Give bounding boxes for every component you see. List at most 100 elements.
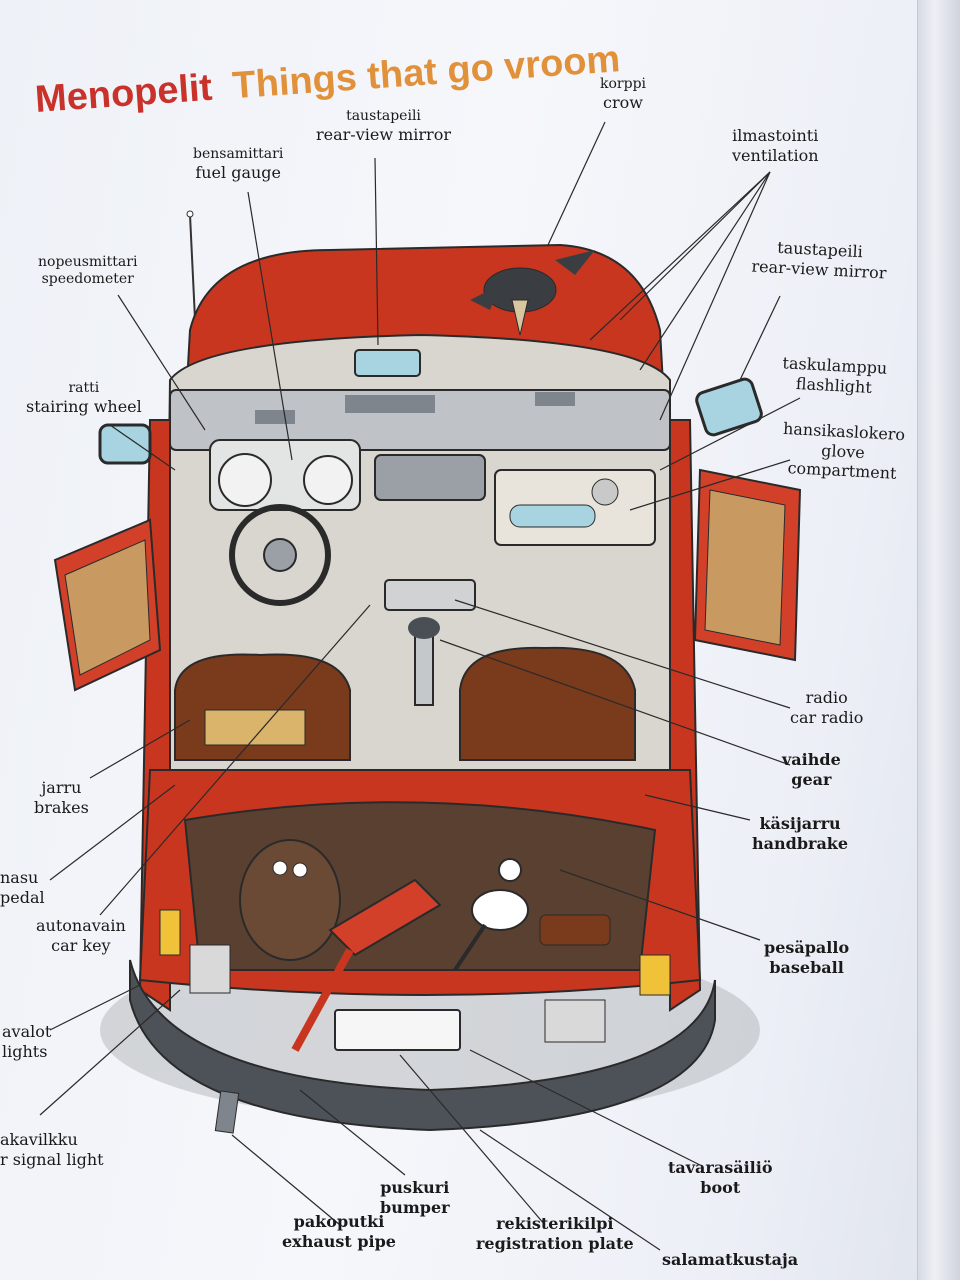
rear-view-mirror	[354, 349, 421, 377]
vent-right	[535, 392, 575, 406]
door-right-panel	[704, 489, 786, 646]
label-gear: vaihde gear	[782, 750, 841, 789]
label-car-key-en: car key	[51, 935, 111, 955]
label-fuel-gauge: bensamittari fuel gauge	[193, 146, 283, 183]
label-steering-wheel: ratti stairing wheel	[26, 380, 142, 417]
label-brakes-fi: jarru	[41, 778, 82, 797]
registration-plate	[334, 1009, 461, 1051]
tail-light-right-yellow	[639, 954, 671, 996]
stowaway-eye-left	[272, 860, 288, 876]
label-rear-view-mirror-top-en: rear-view mirror	[316, 125, 451, 145]
label-stowaway: salamatkustaja	[662, 1250, 798, 1270]
baseball-ball	[498, 858, 522, 882]
door-left-panel	[64, 539, 151, 676]
crow-wing-right	[555, 250, 595, 275]
car-radio	[384, 579, 476, 611]
label-speedometer: nopeusmittari speedometer	[38, 254, 137, 288]
antenna-tip	[186, 210, 194, 218]
seat-cushion	[204, 709, 306, 746]
label-gear-fi: vaihde	[782, 750, 841, 769]
leader-lines	[39, 121, 801, 1251]
label-glove-compartment: hansikaslokero glove compartment	[781, 419, 906, 484]
label-crow-en: crow	[603, 93, 643, 113]
page-title: Menopelit Things that go vroom	[36, 14, 676, 124]
label-rear-view-mirror-top: taustapeili rear-view mirror	[316, 108, 451, 145]
label-crow: korppi crow	[600, 76, 646, 113]
fuel-gauge-dial	[303, 455, 353, 505]
label-pedal: nasu pedal	[0, 868, 45, 907]
label-exhaust-pipe-fi: pakoputki	[293, 1212, 385, 1231]
label-bumper-fi: puskuri	[380, 1178, 450, 1197]
label-side-mirror: taustapeili rear-view mirror	[751, 236, 888, 282]
stowaway-eye-right	[292, 862, 308, 878]
label-steering-wheel-fi: ratti	[68, 380, 100, 396]
label-lights-fi: avalot	[2, 1022, 52, 1041]
label-lights-en: lights	[2, 1041, 48, 1061]
tail-light-right	[544, 999, 606, 1043]
vent-top	[345, 395, 435, 413]
label-boot-en: boot	[700, 1177, 741, 1197]
tennis-racket	[471, 889, 529, 931]
crow-wing-left	[470, 285, 500, 310]
cat-in-glovebox	[591, 478, 619, 506]
label-brakes: jarru brakes	[34, 778, 89, 817]
label-baseball-en: baseball	[769, 957, 844, 977]
label-registration-plate-en: registration plate	[476, 1233, 634, 1253]
label-handbrake-fi: käsijarru	[759, 814, 841, 833]
label-bumper-en: bumper	[380, 1197, 450, 1217]
label-rear-view-mirror-top-fi: taustapeili	[346, 108, 421, 124]
label-turn-signal: akavilkku r signal light	[0, 1130, 104, 1169]
label-flashlight: taskulamppu flashlight	[781, 353, 888, 397]
label-car-key: autonavain car key	[36, 916, 126, 955]
label-ventilation-en: ventilation	[732, 145, 819, 165]
label-exhaust-pipe: pakoputki exhaust pipe	[282, 1212, 396, 1251]
stowaway-creature	[239, 839, 341, 961]
label-fuel-gauge-fi: bensamittari	[193, 146, 284, 162]
label-ventilation: ilmastointi ventilation	[732, 126, 819, 165]
label-baseball-fi: pesäpallo	[764, 938, 850, 957]
label-steering-wheel-en: stairing wheel	[26, 397, 142, 417]
label-handbrake-en: handbrake	[752, 833, 849, 853]
speedometer-dial	[218, 453, 272, 507]
label-car-radio-en: car radio	[790, 707, 864, 727]
flashlight	[509, 504, 596, 528]
label-lights: avalot lights	[2, 1022, 51, 1061]
label-baseball: pesäpallo baseball	[764, 938, 849, 977]
label-boot-fi: tavarasäiliö	[668, 1158, 773, 1177]
side-mirror-left	[98, 423, 152, 465]
label-car-radio-fi: radio	[805, 688, 848, 707]
book-gutter	[917, 0, 960, 1280]
label-speedometer-en: speedometer	[41, 271, 134, 288]
label-ventilation-fi: ilmastointi	[732, 126, 819, 145]
label-handbrake: käsijarru handbrake	[752, 814, 848, 853]
exhaust-pipe	[214, 1090, 240, 1134]
tennis-racket-handle	[453, 923, 487, 972]
label-bumper: puskuri bumper	[380, 1178, 450, 1217]
label-stowaway-fi: salamatkustaja	[662, 1250, 799, 1269]
boot-bag	[539, 914, 611, 946]
tail-light-left-yellow	[159, 909, 181, 956]
label-registration-plate-fi: rekisterikilpi	[496, 1214, 614, 1233]
label-car-key-fi: autonavain	[36, 916, 126, 935]
label-registration-plate: rekisterikilpi registration plate	[476, 1214, 634, 1253]
label-turn-signal-fi: akavilkku	[0, 1130, 78, 1149]
steering-wheel	[229, 504, 331, 606]
label-pedal-en: pedal	[0, 887, 45, 907]
label-car-radio: radio car radio	[790, 688, 863, 727]
label-gear-en: gear	[791, 769, 832, 789]
label-boot: tavarasäiliö boot	[668, 1158, 773, 1197]
label-crow-fi: korppi	[600, 76, 647, 92]
crow-beak	[511, 299, 529, 336]
label-pedal-fi: nasu	[0, 868, 39, 887]
label-speedometer-fi: nopeusmittari	[38, 254, 138, 270]
guitar-body	[328, 878, 442, 957]
tail-light-left	[189, 944, 231, 994]
label-turn-signal-en: r signal light	[0, 1149, 104, 1169]
label-exhaust-pipe-en: exhaust pipe	[282, 1231, 396, 1251]
label-brakes-en: brakes	[34, 797, 89, 817]
gear-knob	[408, 617, 440, 639]
center-vents	[374, 454, 486, 501]
bumper	[129, 959, 716, 1132]
